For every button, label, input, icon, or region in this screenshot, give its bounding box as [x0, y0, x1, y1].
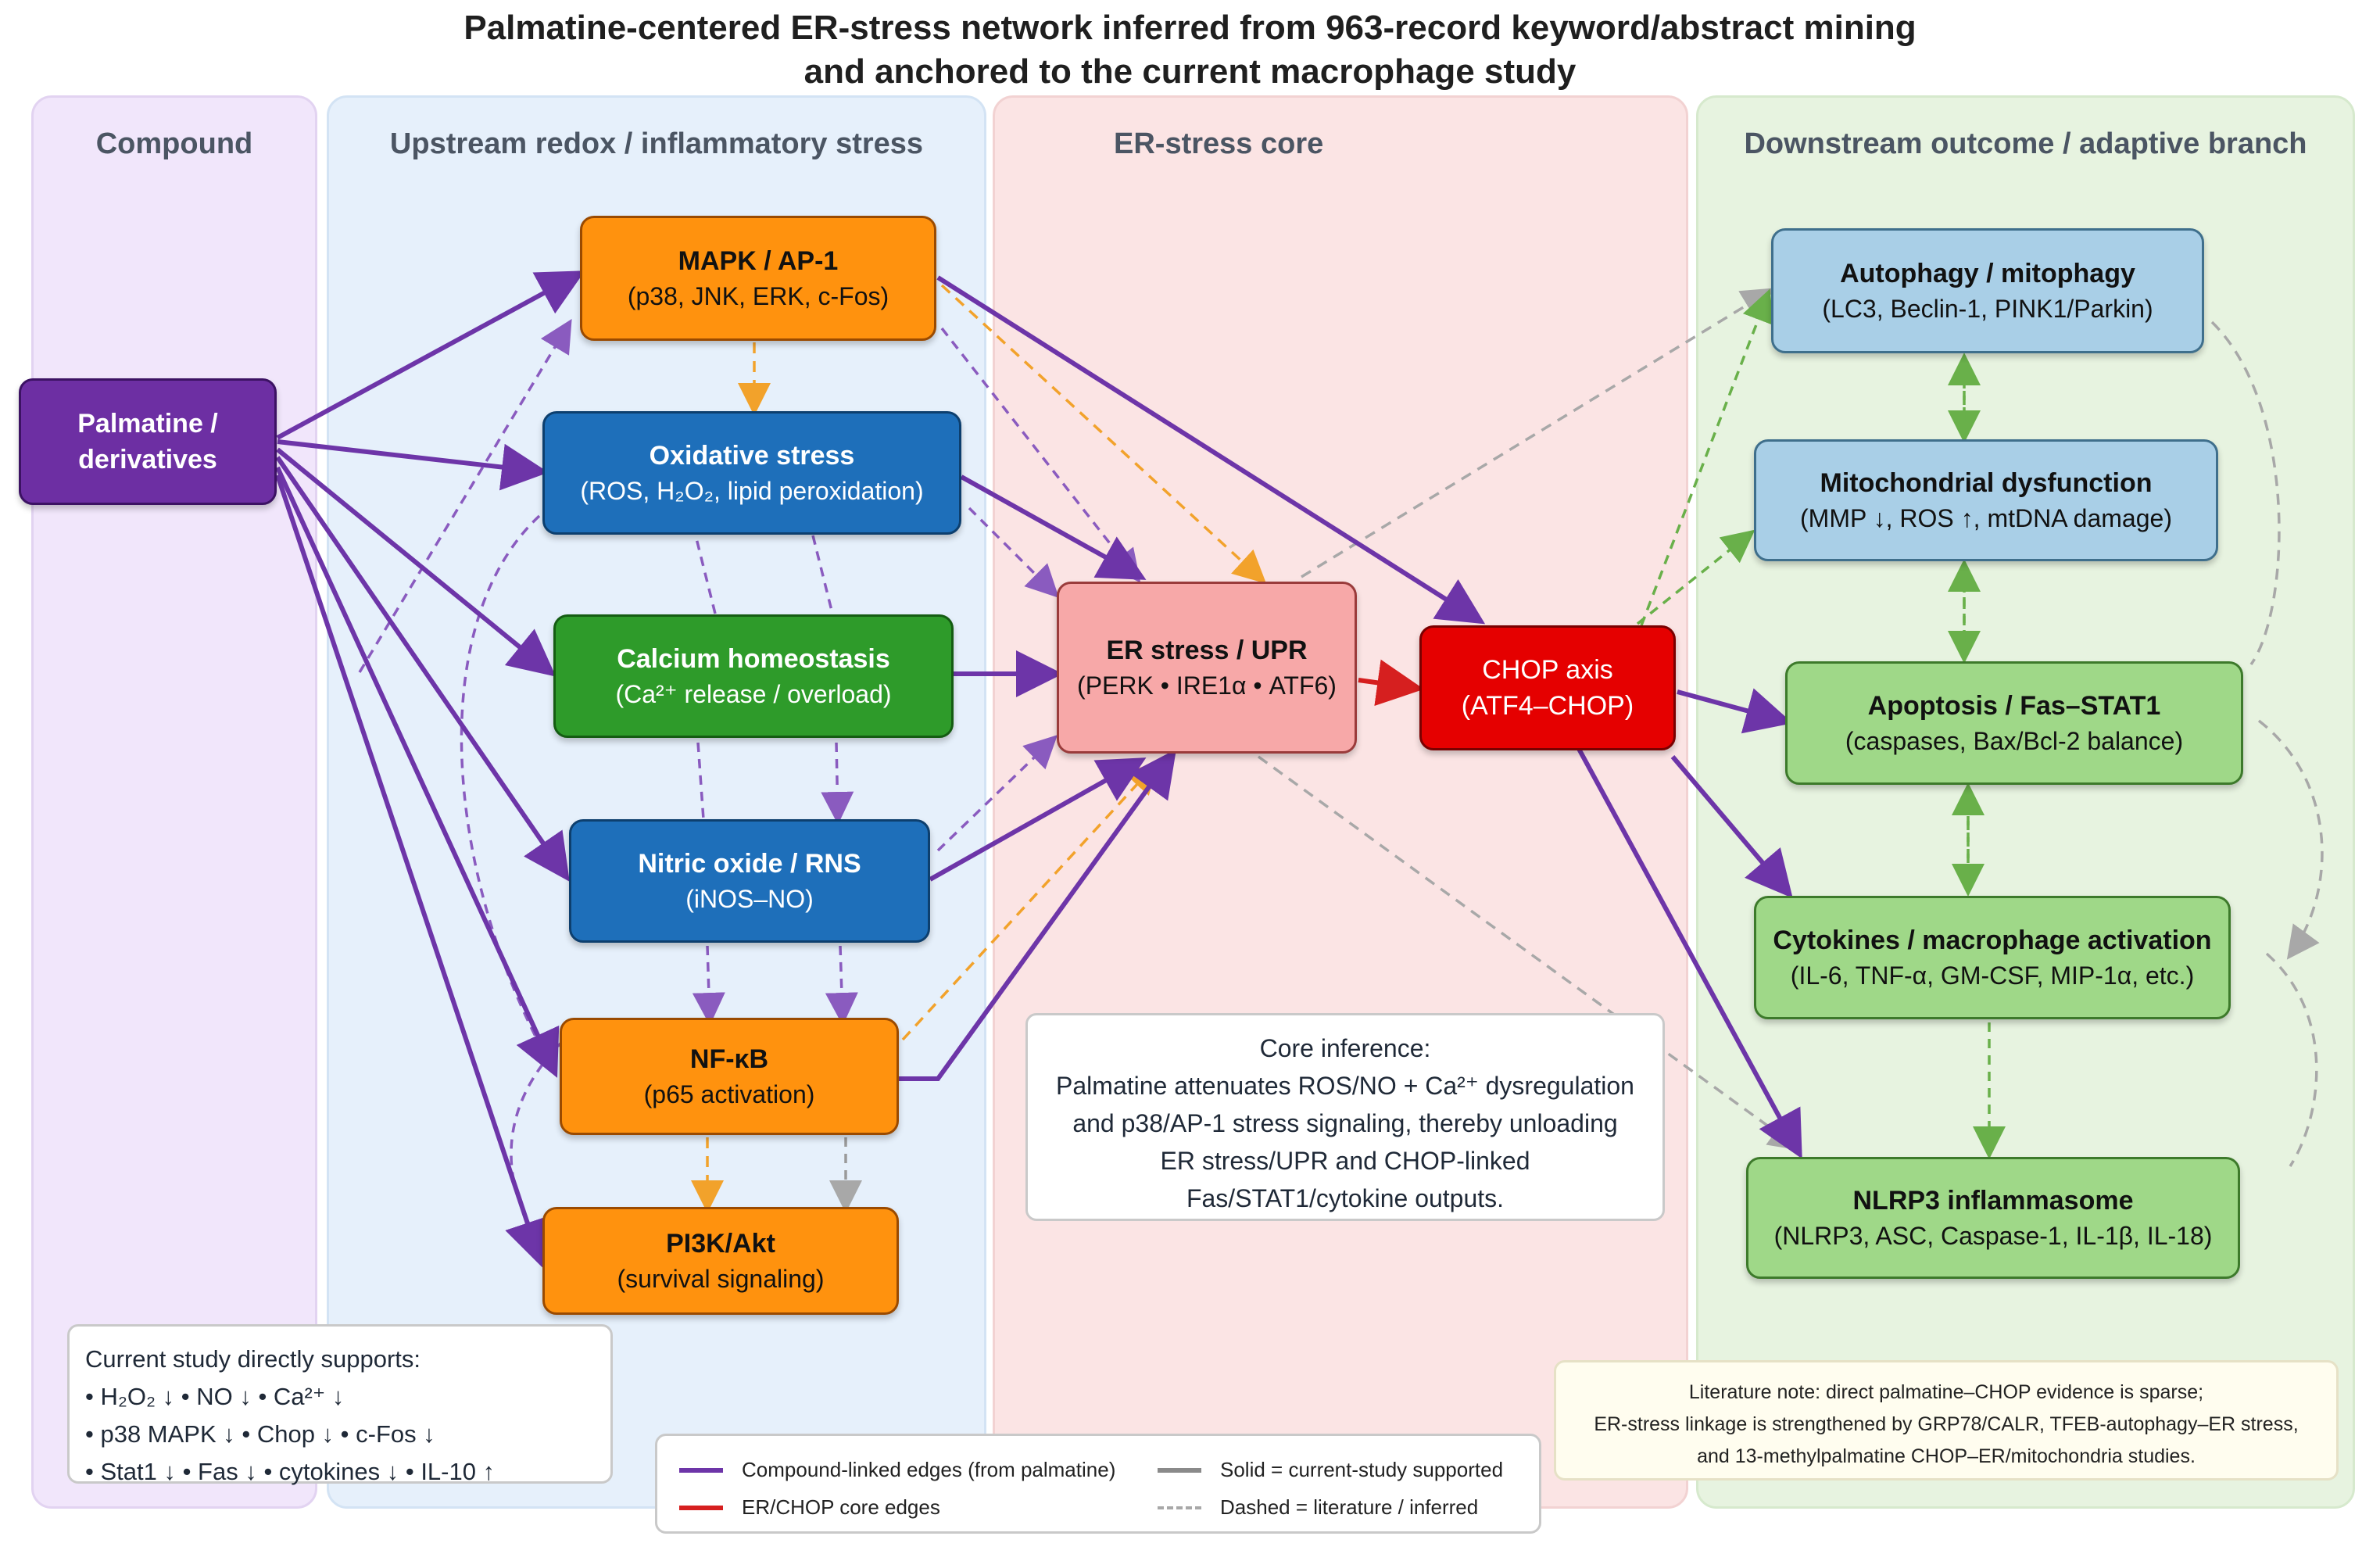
node-autophagy-title: Autophagy / mitophagy	[1840, 259, 2135, 288]
node-pi3k-sub: (survival signaling)	[617, 1265, 825, 1293]
study-supports-box: Current study directly supports: • H₂O₂ …	[67, 1324, 613, 1485]
edges-green-dashed	[1636, 288, 2006, 1159]
node-mito-sub: (MMP ↓, ROS ↑, mtDNA damage)	[1800, 504, 2172, 532]
legend-compound-row: Compound-linked edges (from palmatine)	[679, 1458, 1115, 1482]
supports-heading: Current study directly supports:	[85, 1345, 421, 1373]
node-autophagy[interactable]: Autophagy / mitophagy (LC3, Beclin-1, PI…	[1771, 228, 2204, 353]
node-nlrp3[interactable]: NLRP3 inflammasome (NLRP3, ASC, Caspase-…	[1746, 1157, 2240, 1279]
node-chop-title: CHOP axis	[1482, 655, 1613, 685]
legend-core-swatch	[679, 1505, 723, 1510]
legend-compound-label: Compound-linked edges (from palmatine)	[742, 1458, 1116, 1481]
supports-line-2: • p38 MAPK ↓ • Chop ↓ • c-Fos ↓	[85, 1420, 435, 1448]
edges-compound	[275, 270, 1802, 1268]
supports-line-3: • Stat1 ↓ • Fas ↓ • cytokines ↓ • IL-10 …	[85, 1458, 496, 1485]
legend-core-label: ER/CHOP core edges	[742, 1495, 940, 1519]
node-mapk-title: MAPK / AP-1	[678, 246, 839, 276]
node-er-stress-upr[interactable]: ER stress / UPR (PERK • IRE1α • ATF6)	[1057, 582, 1357, 754]
supports-line-1: • H₂O₂ ↓ • NO ↓ • Ca²⁺ ↓	[85, 1383, 345, 1410]
node-chop-sub: (ATF4–CHOP)	[1461, 691, 1634, 721]
node-er-sub: (PERK • IRE1α • ATF6)	[1077, 671, 1337, 700]
diagram-title: Palmatine-centered ER-stress network inf…	[0, 6, 2380, 94]
node-chop-axis[interactable]: CHOP axis (ATF4–CHOP)	[1419, 625, 1676, 750]
legend-solid-row: Solid = current-study supported	[1158, 1458, 1503, 1482]
node-palmatine-line2: derivatives	[78, 445, 217, 474]
edges-core	[1358, 659, 1424, 707]
node-apoptosis[interactable]: Apoptosis / Fas–STAT1 (caspases, Bax/Bcl…	[1785, 661, 2243, 785]
core-inference-line-2: and p38/AP-1 stress signaling, thereby u…	[1072, 1109, 1618, 1137]
core-inference-line-4: Fas/STAT1/cytokine outputs.	[1186, 1184, 1505, 1212]
node-pi3k-title: PI3K/Akt	[666, 1229, 775, 1259]
title-line-2: and anchored to the current macrophage s…	[803, 52, 1577, 91]
core-inference-box: Core inference: Palmatine attenuates ROS…	[1025, 1013, 1665, 1221]
literature-note-line-2: ER-stress linkage is strengthened by GRP…	[1594, 1413, 2299, 1435]
node-oxidative-title: Oxidative stress	[649, 441, 855, 471]
node-autophagy-sub: (LC3, Beclin-1, PINK1/Parkin)	[1822, 295, 2153, 323]
literature-note-line-3: and 13-methylpalmatine CHOP–ER/mitochond…	[1697, 1445, 2196, 1467]
legend-box: Compound-linked edges (from palmatine) E…	[655, 1434, 1541, 1534]
lane-compound-title: Compound	[95, 127, 253, 160]
node-nfkb-title: NF-κB	[689, 1044, 769, 1074]
edges-gray-dashed	[1257, 288, 2324, 1167]
node-apoptosis-sub: (caspases, Bax/Bcl-2 balance)	[1845, 727, 2184, 755]
node-pi3k-akt[interactable]: PI3K/Akt (survival signaling)	[542, 1207, 899, 1315]
lane-downstream-title: Downstream outcome / adaptive branch	[1744, 127, 2307, 160]
legend-dashed-swatch	[1158, 1506, 1201, 1509]
lane-upstream-title: Upstream redox / inflammatory stress	[389, 127, 924, 160]
node-nlrp3-sub: (NLRP3, ASC, Caspase-1, IL-1β, IL-18)	[1773, 1222, 2213, 1250]
node-mito-title: Mitochondrial dysfunction	[1820, 468, 2153, 498]
node-cytokines-title: Cytokines / macrophage activation	[1773, 926, 2212, 955]
literature-note-box: Literature note: direct palmatine–CHOP e…	[1554, 1360, 2339, 1481]
node-palmatine-line1: Palmatine /	[77, 409, 218, 439]
node-nfkb[interactable]: NF-κB (p65 activation)	[560, 1018, 899, 1135]
node-cytokines-sub: (IL-6, TNF-α, GM-CSF, MIP-1α, etc.)	[1790, 961, 2195, 990]
legend-solid-label: Solid = current-study supported	[1220, 1458, 1504, 1481]
legend-solid-swatch	[1158, 1467, 1201, 1473]
title-line-1: Palmatine-centered ER-stress network inf…	[463, 9, 1917, 47]
node-nitric-sub: (iNOS–NO)	[685, 885, 814, 913]
node-calcium-sub: (Ca²⁺ release / overload)	[615, 680, 892, 708]
core-inference-line-1: Palmatine attenuates ROS/NO + Ca²⁺ dysre…	[1056, 1072, 1634, 1100]
node-calcium-homeostasis[interactable]: Calcium homeostasis (Ca²⁺ release / over…	[553, 614, 954, 738]
legend-dashed-label: Dashed = literature / inferred	[1220, 1495, 1479, 1519]
node-mapk-ap1[interactable]: MAPK / AP-1 (p38, JNK, ERK, c-Fos)	[580, 216, 936, 341]
node-nlrp3-title: NLRP3 inflammasome	[1852, 1186, 2134, 1216]
core-inference-heading: Core inference:	[1259, 1034, 1431, 1062]
node-oxidative-stress[interactable]: Oxidative stress (ROS, H₂O₂, lipid perox…	[542, 411, 961, 535]
node-oxidative-sub: (ROS, H₂O₂, lipid peroxidation)	[580, 477, 924, 505]
node-mitochondrial-dysfunction[interactable]: Mitochondrial dysfunction (MMP ↓, ROS ↑,…	[1754, 439, 2218, 561]
node-nitric-oxide[interactable]: Nitric oxide / RNS (iNOS–NO)	[569, 819, 930, 943]
node-palmatine[interactable]: Palmatine / derivatives	[19, 378, 277, 505]
lane-compound: Compound	[31, 95, 317, 1509]
node-calcium-title: Calcium homeostasis	[617, 644, 890, 674]
node-mapk-sub: (p38, JNK, ERK, c-Fos)	[627, 282, 889, 310]
legend-dashed-row: Dashed = literature / inferred	[1158, 1495, 1478, 1520]
legend-compound-swatch	[679, 1467, 723, 1473]
legend-core-row: ER/CHOP core edges	[679, 1495, 940, 1520]
node-apoptosis-title: Apoptosis / Fas–STAT1	[1867, 691, 2161, 721]
edges-orange-dashed	[691, 284, 1267, 1213]
literature-note-line-1: Literature note: direct palmatine–CHOP e…	[1688, 1381, 2204, 1403]
core-inference-line-3: ER stress/UPR and CHOP-linked	[1160, 1147, 1530, 1175]
node-nitric-title: Nitric oxide / RNS	[638, 849, 861, 879]
node-nfkb-sub: (p65 activation)	[643, 1080, 815, 1108]
node-cytokines[interactable]: Cytokines / macrophage activation (IL-6,…	[1754, 896, 2231, 1019]
node-er-title: ER stress / UPR	[1106, 636, 1308, 665]
lane-core-title: ER-stress core	[1114, 127, 1324, 160]
